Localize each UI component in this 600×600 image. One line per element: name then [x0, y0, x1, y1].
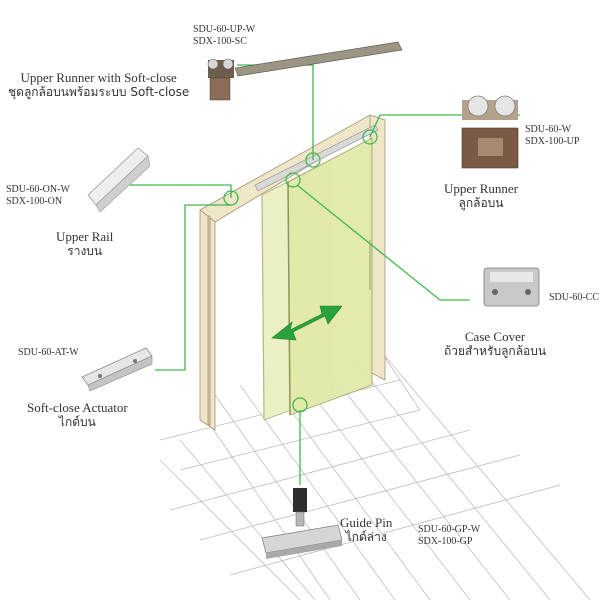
upper-runner-codes: SDU-60-W SDX-100-UP — [525, 124, 579, 147]
upper-runner-label: Upper Runner ลูกล้อบน — [444, 181, 519, 211]
part-name-en: Upper Rail — [56, 229, 114, 244]
upper-runner-sc-codes: SDU-60-UP-W SDX-100-SC — [193, 24, 255, 47]
part-name-th: รางบน — [67, 243, 103, 258]
upper-rail-codes: SDU-60-ON-W SDX-100-ON — [6, 184, 70, 207]
part-name-en: Case Cover — [464, 329, 526, 344]
part-name-en: Upper Runner with Soft-close — [20, 70, 177, 85]
part-name-th: ไกด์บน — [58, 414, 96, 429]
part-name-th: ลูกล้อบน — [458, 195, 504, 210]
part-name-th: ไกด์ล่าง — [345, 529, 387, 544]
actuator-image — [81, 347, 153, 392]
guide-pin-label: Guide Pin ไกด์ล่าง — [340, 515, 393, 545]
upper-runner-image — [461, 95, 519, 169]
actuator-label: Soft-close Actuator ไกด์บน — [27, 400, 128, 430]
leader-circles — [223, 129, 378, 413]
part-code: SDU-60-UP-W — [193, 24, 256, 35]
guide-pin-image — [261, 488, 343, 559]
part-name-en: Soft-close Actuator — [27, 400, 128, 415]
soft-close-runner-image — [207, 41, 403, 101]
upper-rail-label: Upper Rail รางบน — [56, 229, 114, 259]
case-cover-code: SDU-60-CC — [549, 292, 600, 303]
upper-rail-image — [87, 147, 151, 213]
case-cover-image — [483, 267, 540, 307]
part-name-th: ถ้วยสำหรับลูกล้อบน — [444, 343, 547, 358]
part-code: SDU-60-GP-W — [418, 524, 481, 535]
part-code: SDX-100-UP — [525, 135, 580, 147]
part-code: SDU-60-ON-W — [6, 184, 70, 195]
part-name-en: Guide Pin — [340, 515, 393, 530]
upper-rail-bar — [254, 124, 379, 192]
case-cover-label: Case Cover ถ้วยสำหรับลูกล้อบน — [444, 329, 547, 359]
upper-runner-sc-label: Upper Runner with Soft-close ชุดลูกล้อบน… — [8, 70, 190, 100]
part-code: SDX-100-SC — [193, 35, 247, 47]
part-name-en: Upper Runner — [444, 181, 519, 196]
part-code: SDU-60-W — [525, 124, 572, 135]
actuator-code: SDU-60-AT-W — [18, 347, 79, 358]
slide-direction-arrow — [271, 305, 343, 341]
part-name-th: ชุดลูกล้อบนพร้อมระบบ Soft-close — [8, 84, 190, 99]
guide-pin-codes: SDU-60-GP-W SDX-100-GP — [418, 524, 480, 547]
floor-planks — [159, 349, 591, 600]
part-code: SDX-100-ON — [6, 195, 63, 207]
part-code: SDX-100-GP — [418, 535, 473, 547]
